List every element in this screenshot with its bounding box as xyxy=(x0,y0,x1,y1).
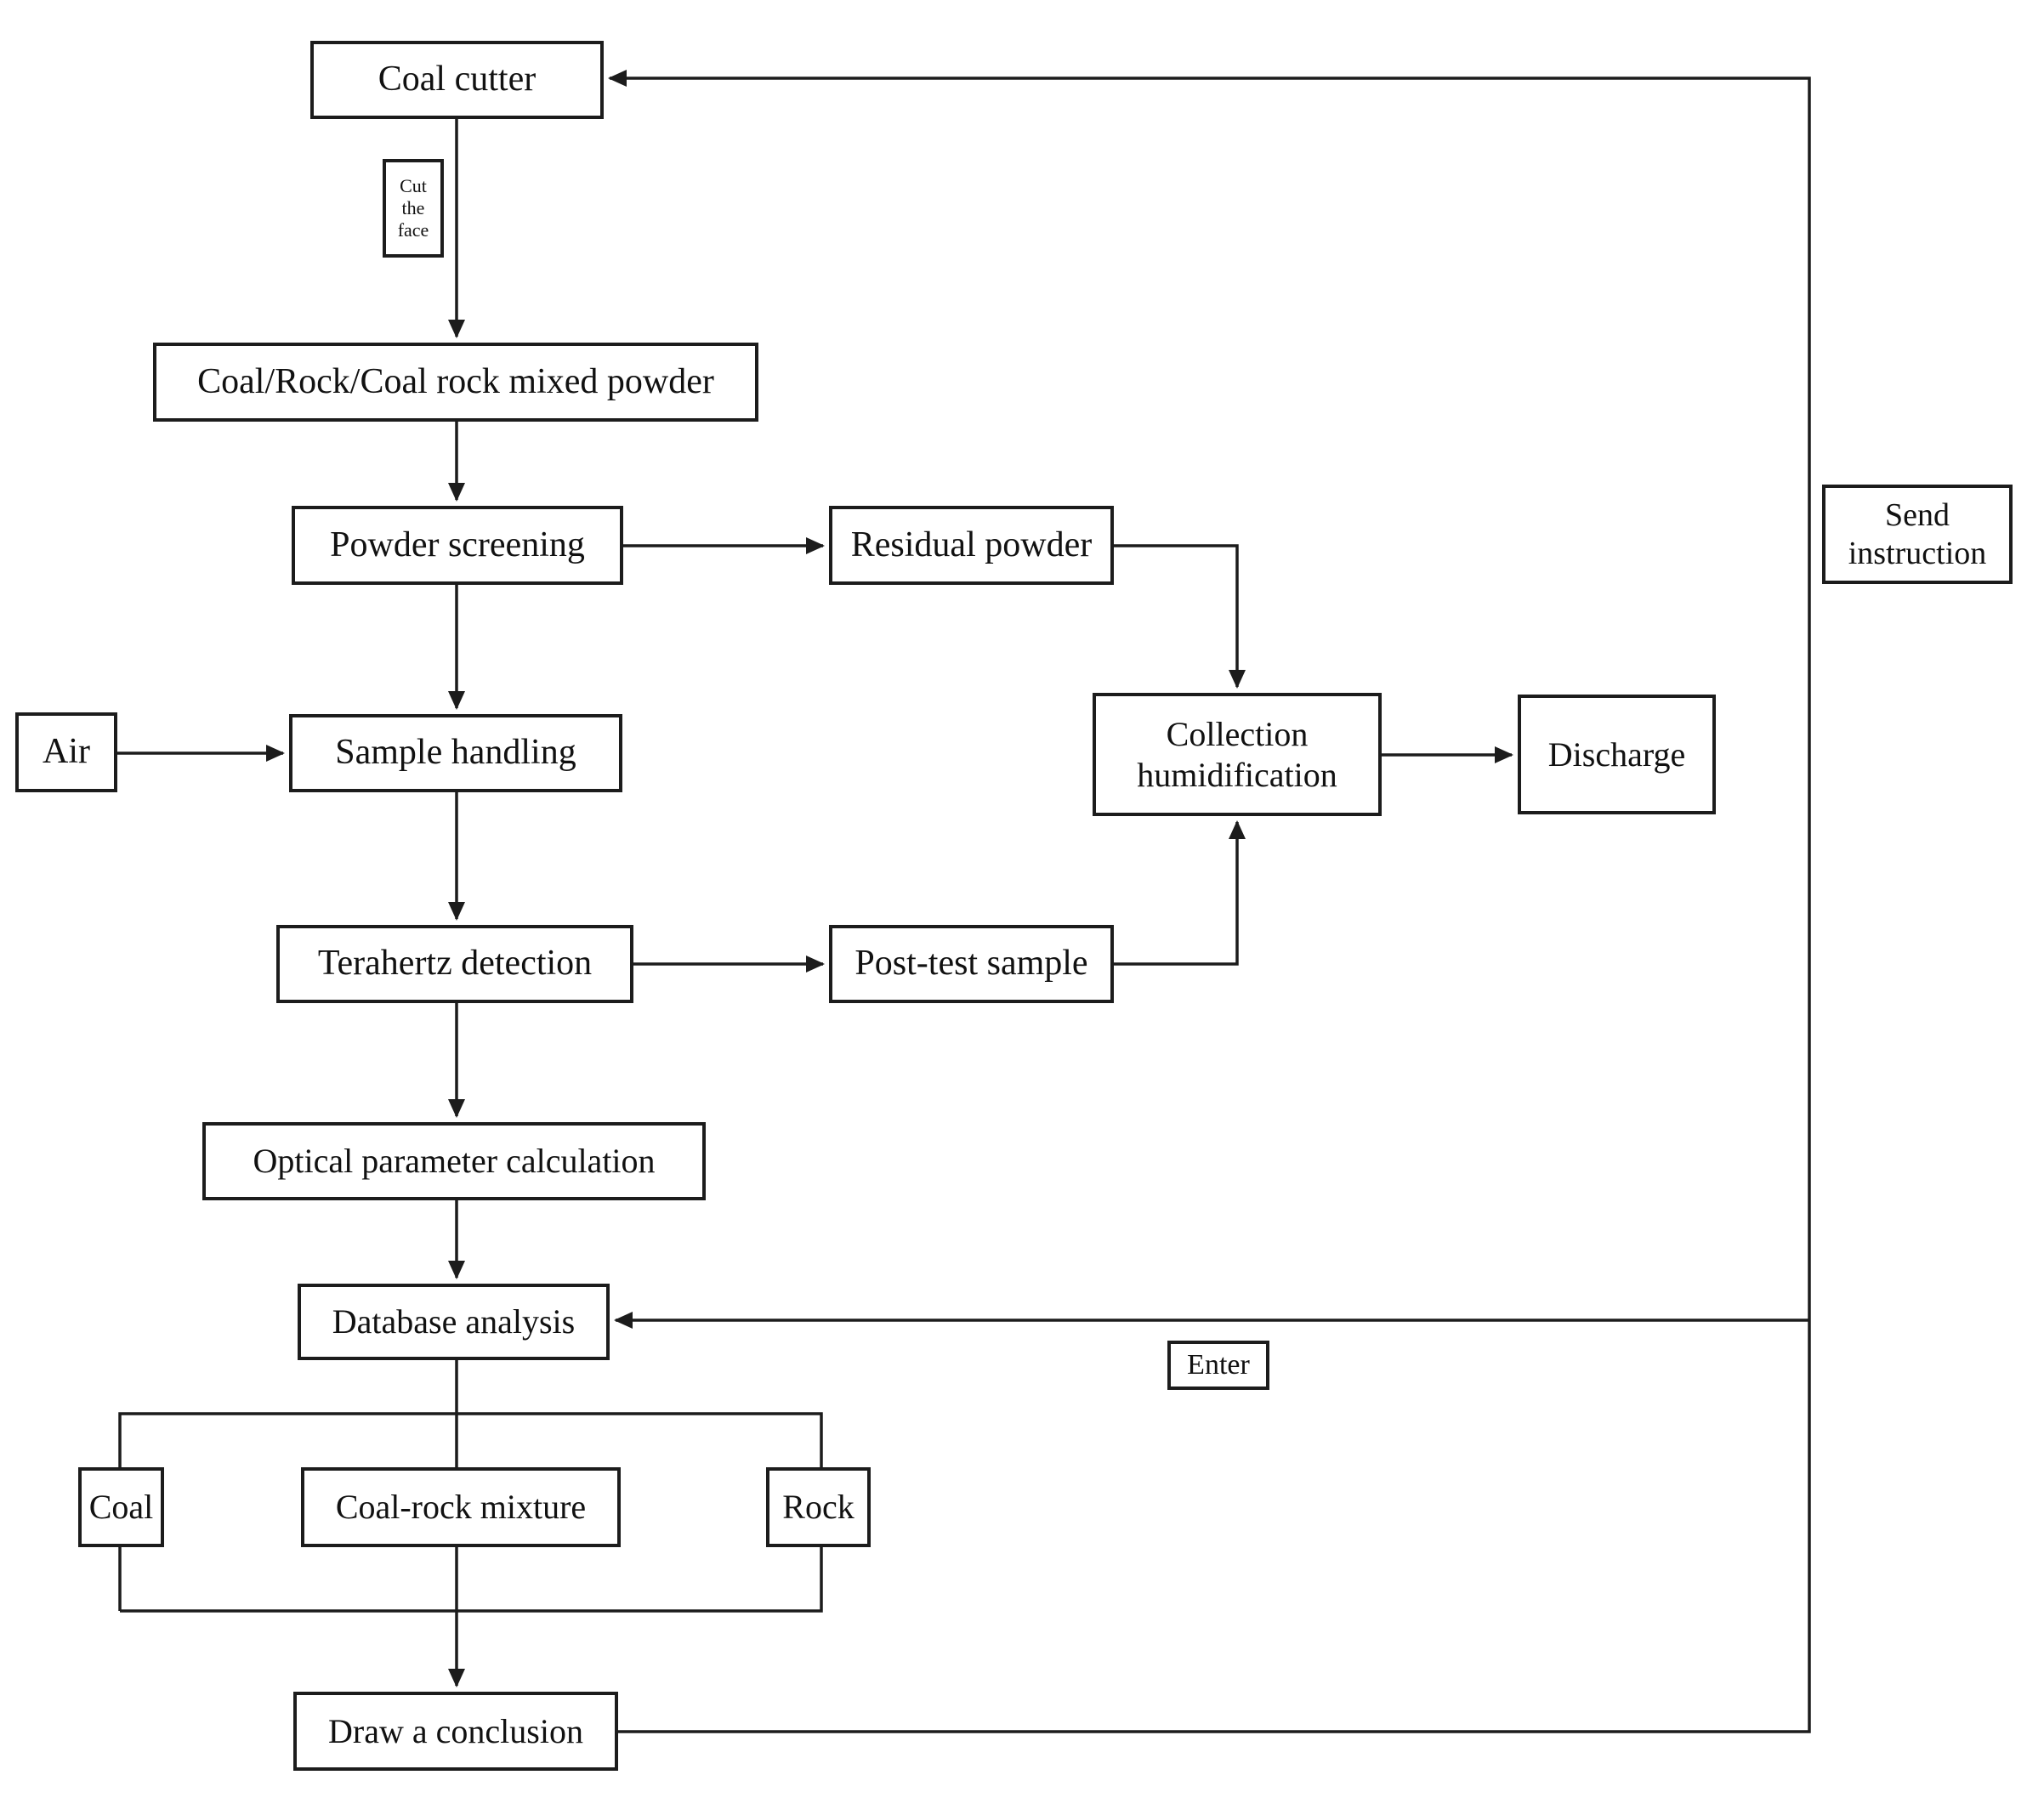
node-label: Optical parameter calculation xyxy=(253,1142,656,1181)
node-label: Database analysis xyxy=(332,1302,576,1341)
node-air: Air xyxy=(15,712,117,792)
node-residual-powder: Residual powder xyxy=(829,506,1114,585)
node-label: Coal cutter xyxy=(378,60,537,99)
node-label: Powder screening xyxy=(330,525,585,564)
node-database-analysis: Database analysis xyxy=(298,1284,610,1360)
node-label: the xyxy=(401,197,425,219)
node-coal: Coal xyxy=(78,1467,164,1547)
node-label: Sample handling xyxy=(335,733,576,773)
node-label: Coal xyxy=(88,1488,154,1527)
node-label: Cut xyxy=(400,175,427,197)
node-label: humidification xyxy=(1137,755,1337,794)
node-label: Rock xyxy=(782,1488,855,1527)
node-label: instruction xyxy=(1848,535,1987,571)
node-draw-a-conclusion: Draw a conclusion xyxy=(293,1692,618,1771)
node-optical-parameter-calculation: Optical parameter calculation xyxy=(202,1122,706,1200)
edge-residual-to-collection-top xyxy=(1114,544,1246,689)
node-mixed-powder: Coal/Rock/Coal rock mixed powder xyxy=(153,343,758,422)
node-label: Coal-rock mixture xyxy=(335,1488,587,1527)
node-label: Discharge xyxy=(1547,734,1686,774)
node-discharge: Discharge xyxy=(1518,695,1716,814)
node-label: Residual powder xyxy=(850,525,1093,564)
node-label: Coal/Rock/Coal rock mixed powder xyxy=(197,361,714,401)
node-sample-handling: Sample handling xyxy=(289,714,622,792)
node-label: Enter xyxy=(1187,1348,1250,1381)
node-post-test-sample: Post-test sample xyxy=(829,925,1114,1003)
node-label: Draw a conclusion xyxy=(328,1711,583,1750)
node-terahertz-detection: Terahertz detection xyxy=(276,925,633,1003)
node-rock: Rock xyxy=(766,1467,871,1547)
node-label: Send xyxy=(1885,496,1950,533)
node-label: Terahertz detection xyxy=(317,944,593,984)
node-powder-screening: Powder screening xyxy=(292,506,623,585)
node-label: Air xyxy=(43,732,90,772)
node-coal-cutter: Coal cutter xyxy=(310,41,604,119)
node-label: Collection xyxy=(1166,715,1309,754)
node-coal-rock-mixture: Coal-rock mixture xyxy=(301,1467,621,1547)
node-label: Post-test sample xyxy=(855,944,1088,984)
edge-conclusion-feedback-send-instruction xyxy=(608,70,1811,1733)
edge-post-test-to-collection-bottom xyxy=(1114,820,1246,966)
node-enter: Enter xyxy=(1167,1341,1269,1390)
node-label: face xyxy=(397,218,429,241)
